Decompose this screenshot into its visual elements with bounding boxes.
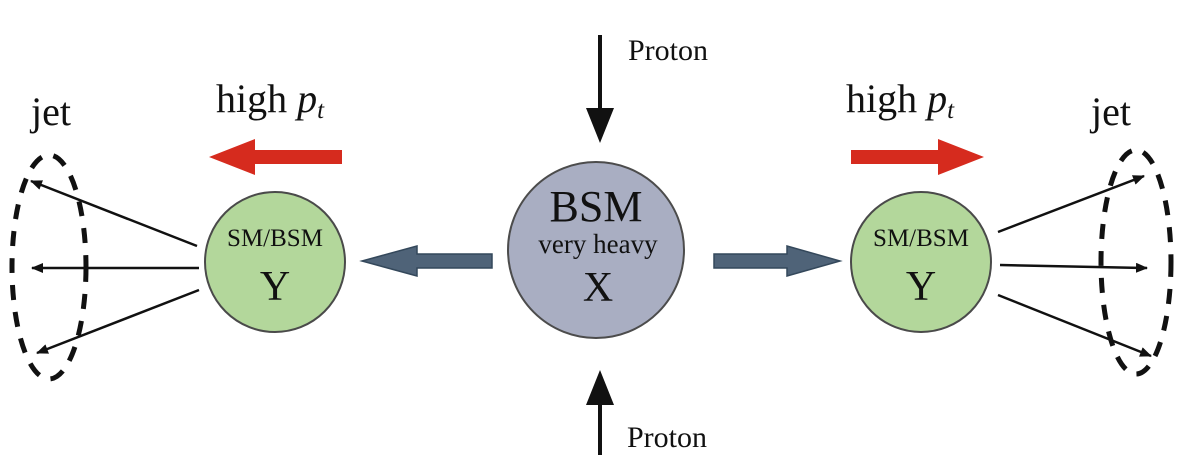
decay-arrow-left: [359, 245, 493, 277]
right-jet-ellipse: [1098, 147, 1174, 377]
right-jet-track-middle: [999, 262, 1148, 273]
right-jet-label: jet: [1089, 89, 1131, 134]
left-jet-label: jet: [29, 89, 71, 134]
proton-bottom-arrow: [586, 370, 614, 455]
right-particle-circle: [850, 191, 992, 333]
right-momentum-arrow: [851, 139, 984, 175]
center-particle-circle: [507, 161, 685, 339]
right-momentum-label: high pt: [846, 76, 955, 124]
right-jet-track-lower: [997, 293, 1152, 358]
right-particle-label: SM/BSM: [873, 225, 969, 252]
left-momentum-label: high pt: [216, 76, 325, 124]
left-jet-track-upper: [30, 179, 198, 248]
proton-top-arrow: [586, 35, 614, 143]
center-subtitle: very heavy: [538, 229, 658, 259]
left-momentum-arrow: [209, 139, 342, 175]
left-jet-track-lower: [36, 288, 200, 355]
center-title: BSM: [550, 182, 643, 231]
proton-bottom-label: Proton: [627, 421, 707, 454]
left-particle-label: SM/BSM: [227, 225, 323, 252]
right-particle-symbol: Y: [906, 264, 936, 310]
proton-top-label: Proton: [628, 34, 708, 67]
left-particle-circle: [204, 191, 346, 333]
decay-arrow-right: [713, 245, 843, 277]
left-momentum-subscript: t: [317, 97, 325, 124]
left-momentum-variable: p: [294, 76, 317, 121]
right-jet-track-upper: [997, 174, 1145, 234]
center-symbol: X: [583, 265, 613, 311]
right-momentum-variable: p: [924, 76, 947, 121]
right-momentum-subscript: t: [947, 97, 955, 124]
left-momentum-text: high: [216, 76, 297, 121]
right-momentum-text: high: [846, 76, 927, 121]
left-particle-symbol: Y: [260, 264, 290, 310]
